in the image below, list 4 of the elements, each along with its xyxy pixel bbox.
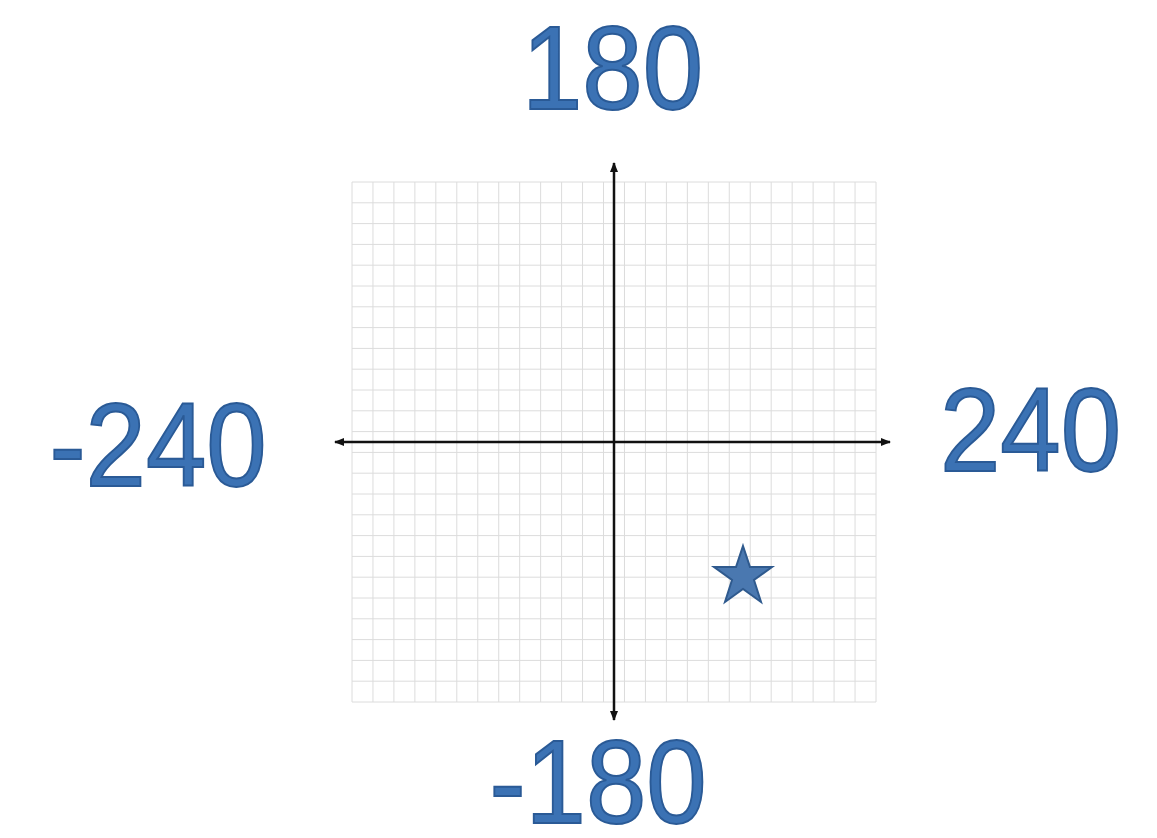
axis-limit-label: -240 [49,386,267,504]
axis-limit-label: 240 [939,371,1121,489]
axis-limit-label: 180 [521,9,703,127]
axis-limit-label: -180 [489,723,707,838]
